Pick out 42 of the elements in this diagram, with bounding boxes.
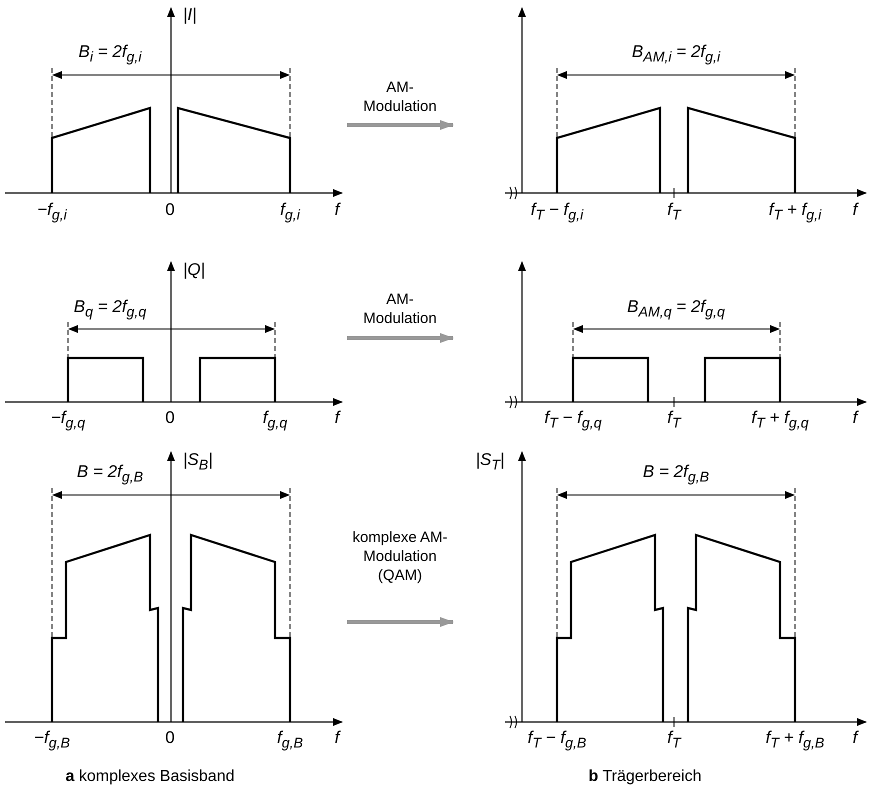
tick-label: 0 [165, 728, 175, 748]
axis-label: |S$_{B}$| [183, 450, 213, 476]
tick-label: f$_{g,B}$ [277, 728, 303, 754]
edge-label: komplexe AM- Modulation (QAM) [351, 528, 449, 585]
axis-label: |I| [183, 5, 197, 25]
tick-label: f$_{T}$ [667, 200, 681, 226]
axis-label: f [852, 408, 858, 428]
tick-label: f$_{T}$ − f$_{g,q}$ [544, 408, 602, 434]
tick-label: −f$_{g,i}$ [37, 200, 67, 226]
figure-caption: b Trägerbereich [588, 768, 702, 786]
edge-label: AM- Modulation [362, 290, 438, 328]
axis-label: f [334, 200, 340, 220]
tick-label: f$_{T}$ [667, 728, 681, 754]
bandwidth-label: B$_{q}$ = 2f$_{g,q}$ [74, 297, 146, 322]
axis-label: |S$_{T}$| [476, 450, 504, 476]
tick-label: f$_{T}$ − f$_{g,i}$ [530, 200, 584, 226]
tick-label: f$_{T}$ + f$_{g,q}$ [751, 408, 809, 434]
tick-label: f$_{T}$ + f$_{g,i}$ [768, 200, 822, 226]
bandwidth-label: B = 2f$_{g,B}$ [76, 462, 144, 488]
bandwidth-label: B = 2f$_{g,B}$ [642, 462, 710, 488]
edge-label: AM- Modulation [362, 78, 438, 116]
axis-label: f [334, 408, 340, 428]
axis-label: f [852, 728, 858, 748]
tick-label: f$_{T}$ [667, 408, 681, 434]
arrow [347, 333, 454, 343]
tick-label: −f$_{g,B}$ [34, 728, 70, 754]
tick-label: f$_{g,q}$ [262, 408, 288, 434]
tick-label: f$_{T}$ + f$_{g,B}$ [766, 728, 824, 754]
arrow [347, 120, 454, 130]
tick-label: f$_{g,i}$ [280, 200, 300, 226]
arrow [347, 617, 454, 627]
axis-label: |Q| [183, 260, 206, 280]
bandwidth-label: B$_{i}$ = 2f$_{g,i}$ [78, 42, 142, 68]
tick-label: −f$_{g,q}$ [50, 408, 86, 434]
bandwidth-label: B$_{AM,i}$ = 2f$_{g,i}$ [632, 42, 720, 68]
tick-label: f$_{T}$ − f$_{g,B}$ [528, 728, 586, 754]
tick-label: 0 [165, 408, 175, 428]
figure-caption: a komplexes Basisband [66, 768, 234, 786]
axis-label: f [334, 728, 340, 748]
axis-label: f [852, 200, 858, 220]
bandwidth-label: B$_{AM,q}$ = 2f$_{g,q}$ [627, 297, 725, 322]
tick-label: 0 [165, 200, 175, 220]
